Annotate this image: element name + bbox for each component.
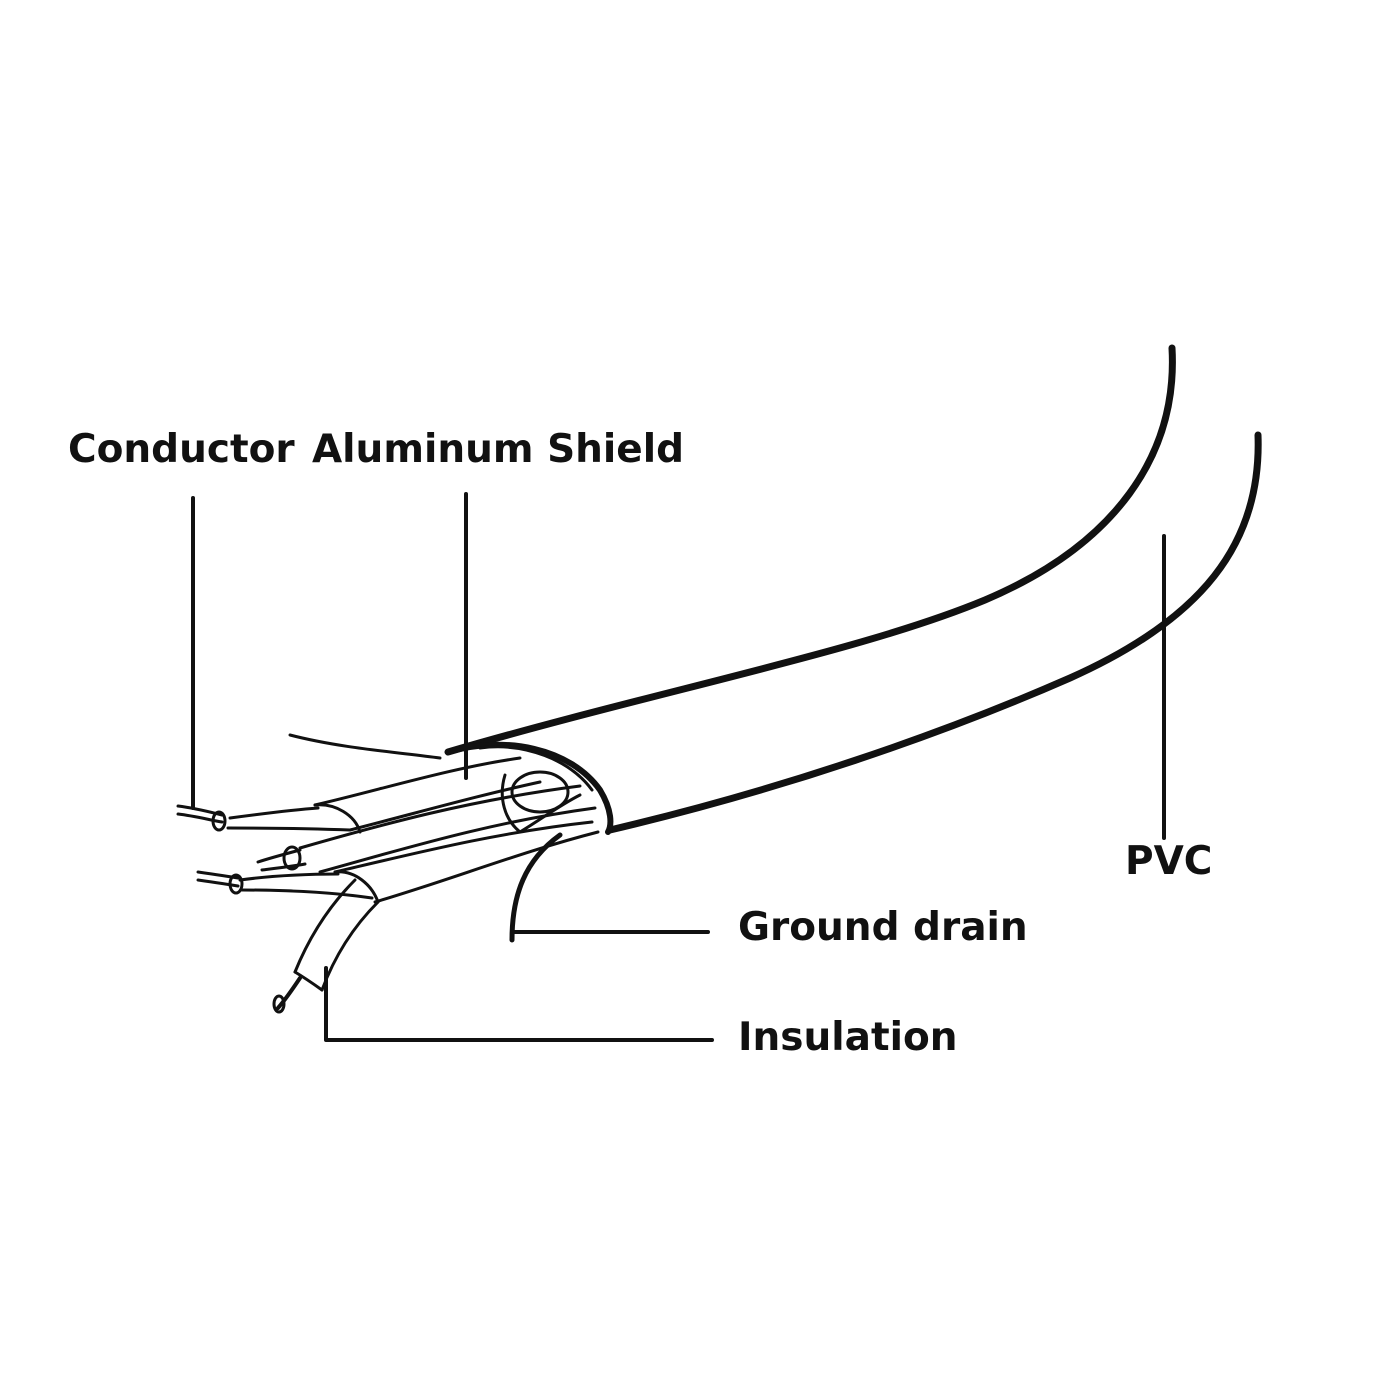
wire-drooping-conductor <box>276 976 302 1010</box>
label-ground-drain: Ground drain <box>738 905 1028 950</box>
label-insulation: Insulation <box>738 1015 958 1060</box>
leader-ground-drain <box>510 930 710 942</box>
wire-lower-sheath-end <box>333 870 380 904</box>
pvc-jacket-cut-face <box>445 741 614 835</box>
wire-lower <box>196 820 600 904</box>
leader-insulation <box>324 966 714 1042</box>
wire-middle <box>256 784 597 874</box>
pvc-jacket <box>444 344 1262 835</box>
label-conductor: Conductor <box>68 427 295 472</box>
wire-upper-insulation-top <box>313 756 522 807</box>
pvc-jacket-bottom-edge <box>606 431 1262 834</box>
label-pvc: PVC <box>1125 839 1213 884</box>
shield-foil-opening <box>510 770 570 814</box>
wire-middle-insulation-top <box>298 784 582 850</box>
wire-lower-insulation-top <box>333 820 594 874</box>
wire-upper-conductor-cap <box>211 810 227 832</box>
pvc-jacket-cut-inner <box>478 745 594 792</box>
wire-upper-conductor-tip <box>176 804 224 824</box>
wire-middle-cap <box>282 845 302 871</box>
wire-drooping-left-edge <box>293 878 357 974</box>
label-aluminum-shield: Aluminum Shield <box>312 427 685 472</box>
wire-upper <box>176 756 542 834</box>
shield-foil-edge <box>288 733 442 760</box>
wire-middle-insulation-bottom <box>318 806 597 874</box>
wire-lower-inner <box>238 872 374 900</box>
leader-lines <box>191 492 1166 1042</box>
wire-upper-insulation-bottom <box>348 780 542 832</box>
wire-upper-inner <box>226 806 352 832</box>
ground-drain-wire <box>509 832 563 943</box>
wire-lower-insulation-bottom <box>373 830 600 904</box>
wire-drooping-right-edge <box>320 900 380 992</box>
wire-lower-conductor-tip <box>196 870 240 888</box>
pvc-jacket-top-edge <box>444 344 1176 756</box>
wire-drooping-sheath-end <box>293 970 324 992</box>
wire-upper-sheath-end <box>313 803 362 834</box>
wire-drooping-cap <box>272 994 286 1014</box>
wire-lower-conductor-cap <box>228 873 244 895</box>
